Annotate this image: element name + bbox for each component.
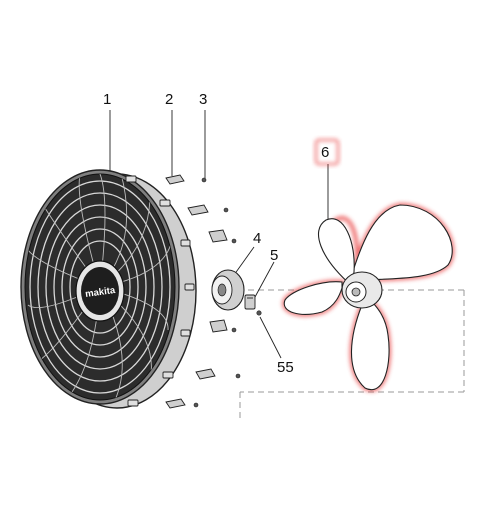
leader-lines bbox=[109, 110, 329, 359]
brand-logo: makita bbox=[85, 285, 117, 300]
grille-clips bbox=[165, 174, 228, 409]
callout-clip-upper: 2 bbox=[165, 91, 174, 108]
fan-blade-part bbox=[282, 202, 455, 392]
callout-hub-screw: 55 bbox=[277, 359, 294, 376]
callout-grille: 1 bbox=[103, 91, 112, 108]
blade-hub bbox=[341, 271, 383, 309]
grille-rim-lugs bbox=[125, 175, 195, 407]
hub-clip-part bbox=[244, 294, 256, 310]
callout-blade: 6 bbox=[321, 144, 330, 161]
callout-6-highlight-box bbox=[315, 139, 339, 165]
blade-outline bbox=[283, 204, 453, 391]
front-grille: makita bbox=[20, 169, 197, 409]
callout-spinner: 4 bbox=[253, 230, 262, 247]
callout-hub-clip: 5 bbox=[270, 247, 279, 264]
hub-screw-part bbox=[256, 310, 262, 316]
spinner-part bbox=[211, 269, 245, 311]
callout-screw-upper: 3 bbox=[199, 91, 208, 108]
grille-screws bbox=[193, 177, 241, 408]
